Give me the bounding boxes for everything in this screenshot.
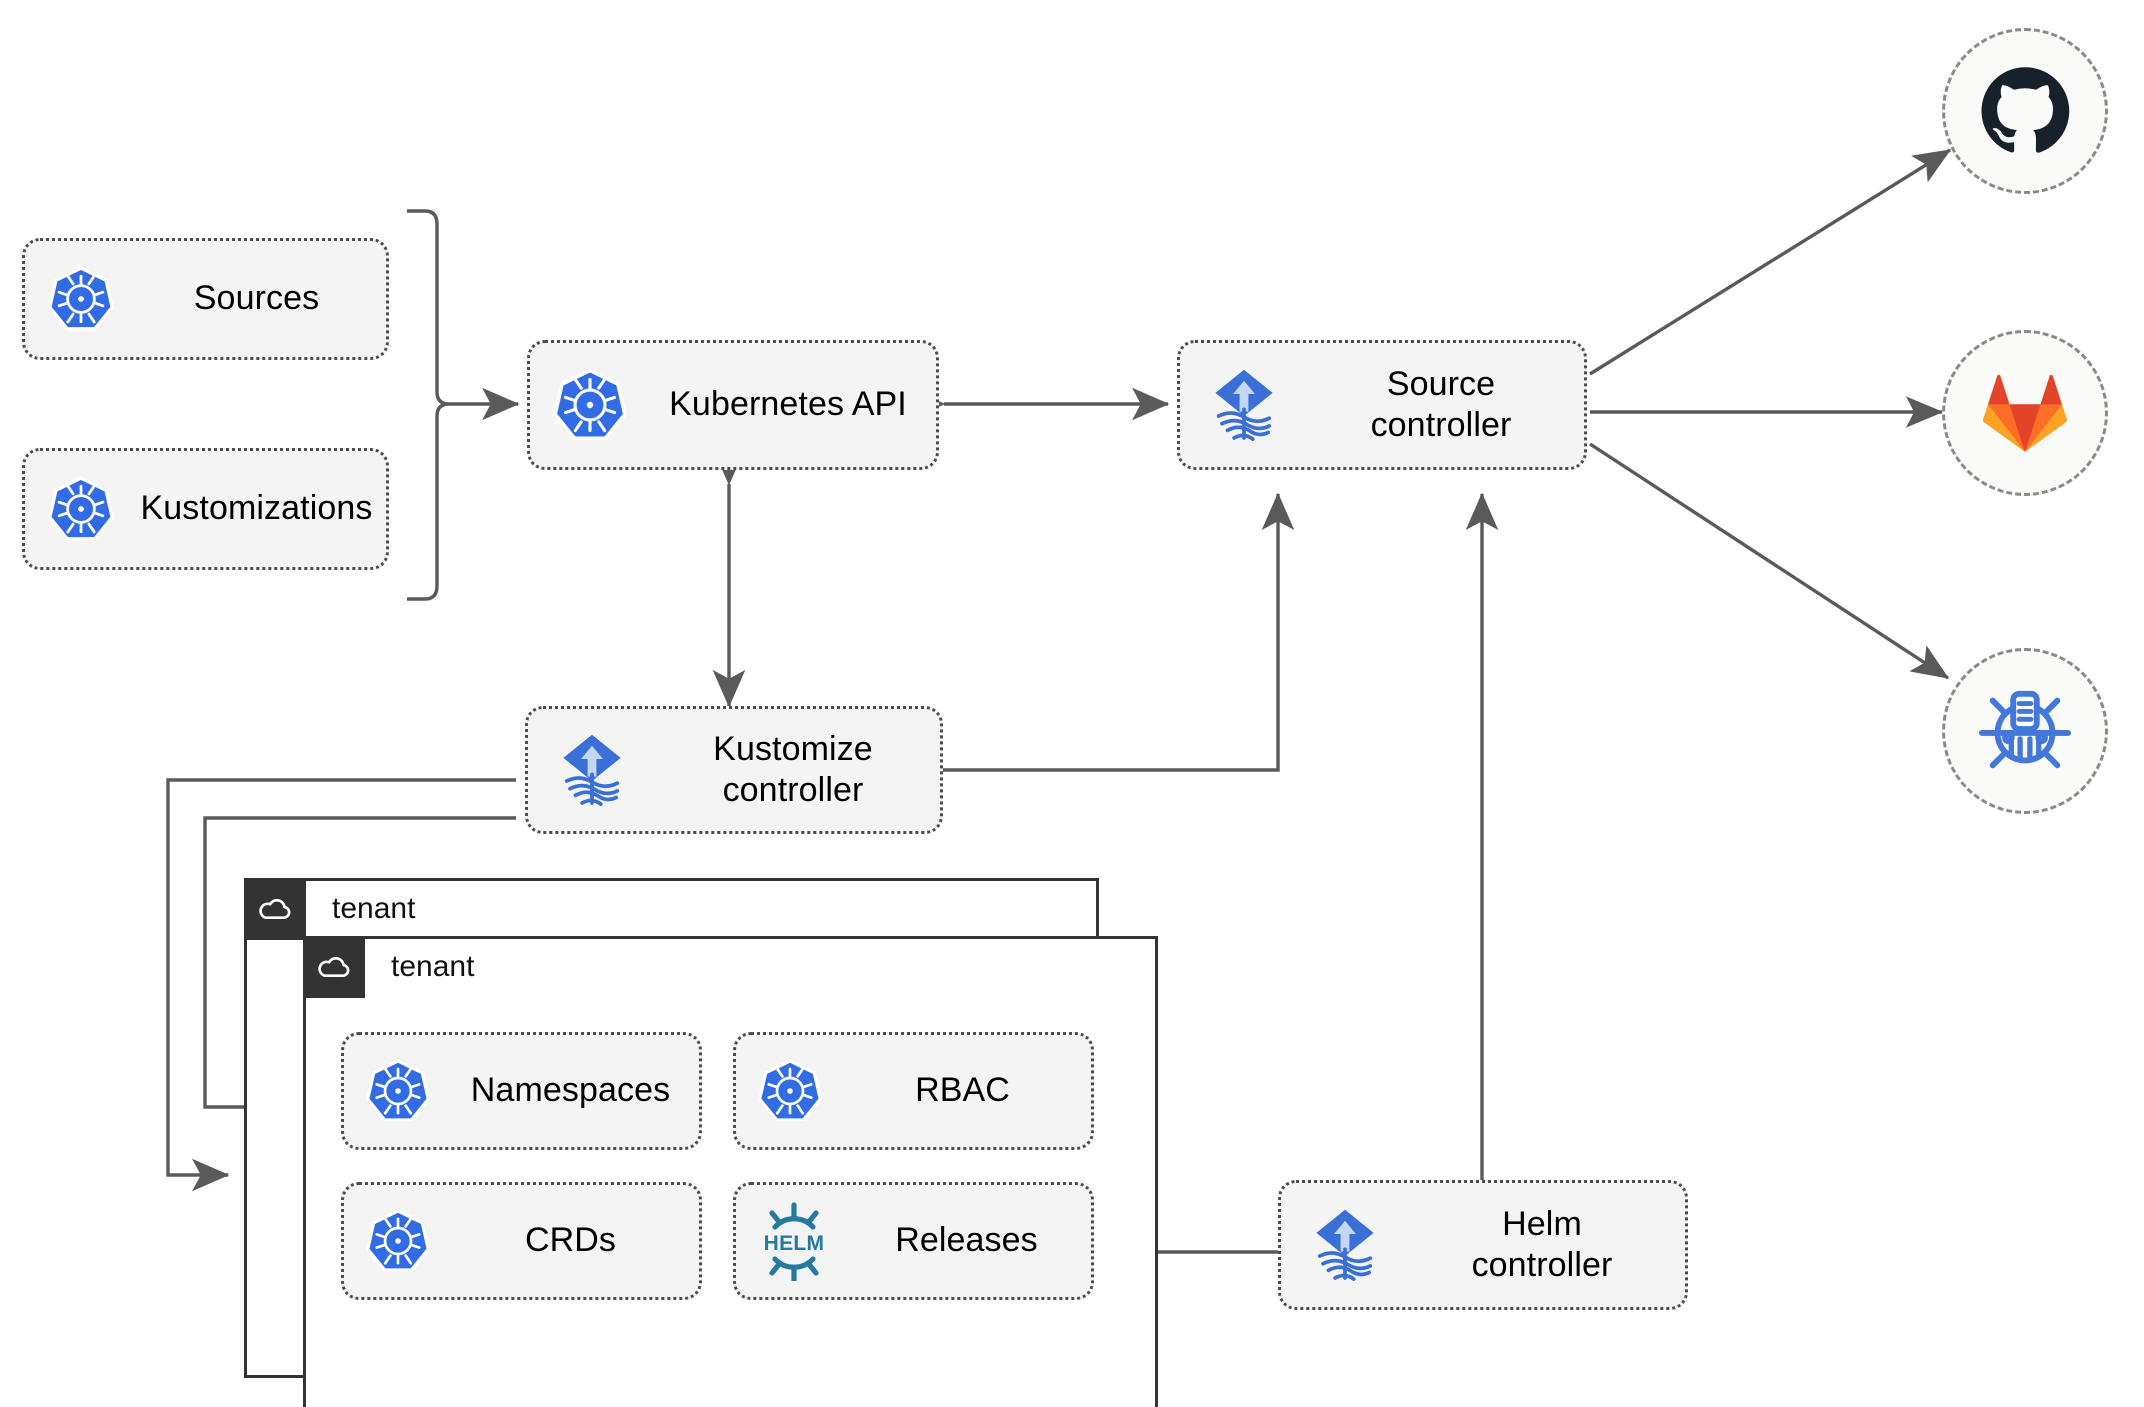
node-releases[interactable]: HELM Releases [733,1182,1094,1300]
kubernetes-icon [25,475,137,543]
node-label-line2: controller [1471,1246,1613,1284]
edge-source-to-github [1589,148,1952,376]
flux-icon [528,726,656,814]
node-kubernetes-api[interactable]: Kubernetes API [527,340,939,470]
node-label: Sources [193,279,320,318]
tenant-panel-inner: tenant [303,936,1158,1407]
cloud-icon [303,936,365,998]
kubernetes-icon [736,1058,844,1124]
edge-kustomize-to-source [943,492,1295,772]
node-label: Kustomizations [140,489,373,528]
node-label: CRDs [524,1221,617,1260]
svg-text:HELM: HELM [764,1232,825,1255]
node-source-controller[interactable]: Source controller [1177,340,1587,470]
node-label: Helm controller [1409,1204,1685,1287]
endpoint-bucket[interactable] [1942,648,2108,814]
node-label-line2: controller [1370,406,1512,444]
node-label-line2: controller [722,771,864,809]
kubernetes-icon [25,265,137,333]
bucket-helm-repository-icon [1978,690,2072,769]
edge-source-to-bucket [1589,442,1950,680]
tenant-header-outer: tenant [244,878,415,940]
node-crds[interactable]: CRDs [341,1182,702,1300]
tenant-label-outer: tenant [332,892,416,925]
node-label: Namespaces [470,1071,671,1110]
flux-icon [1281,1201,1409,1289]
kubernetes-icon [530,367,650,443]
node-label: RBAC [915,1071,1010,1110]
node-label-line1: Source [1386,364,1496,403]
node-label-line1: Kustomize [713,729,873,768]
cloud-icon [244,878,306,940]
node-label: Source controller [1308,364,1584,447]
flux-icon [1180,361,1308,449]
kubernetes-icon [344,1208,452,1274]
endpoint-github[interactable] [1942,28,2108,194]
node-kustomize-controller[interactable]: Kustomize controller [525,706,943,834]
tenant-header-inner: tenant [303,936,474,998]
bracket-sources-kustomizations [407,209,450,601]
node-label: Releases [895,1221,1038,1260]
node-namespaces[interactable]: Namespaces [341,1032,702,1150]
node-label-line1: Helm [1502,1204,1582,1243]
node-helm-controller[interactable]: Helm controller [1278,1180,1688,1310]
tenant-label-inner: tenant [391,950,475,983]
kubernetes-icon [344,1058,452,1124]
node-rbac[interactable]: RBAC [733,1032,1094,1150]
node-label: Kustomize controller [656,729,940,812]
node-label: Kubernetes API [669,385,907,424]
github-icon [1981,67,2070,153]
node-kustomizations[interactable]: Kustomizations [22,448,389,570]
helm-icon: HELM [736,1201,852,1281]
endpoint-gitlab[interactable] [1942,330,2108,496]
gitlab-icon [1983,374,2067,452]
node-sources[interactable]: Sources [22,238,389,360]
